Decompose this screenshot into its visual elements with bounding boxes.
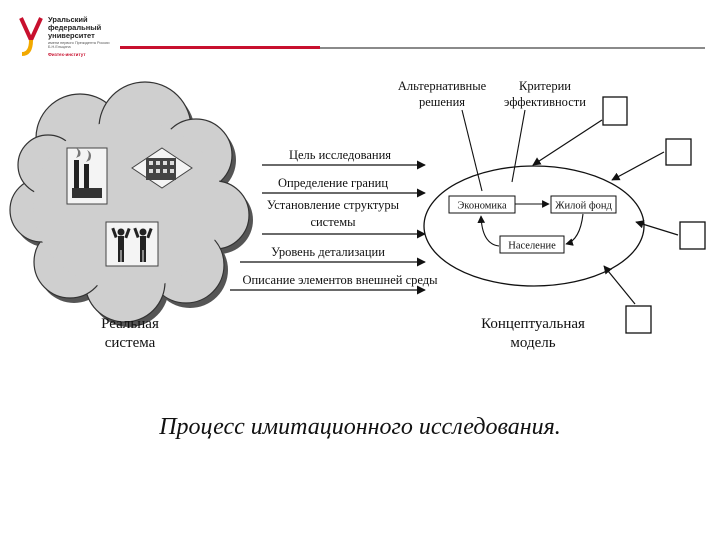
university-logo: Уральский федеральный университет имени … bbox=[18, 14, 128, 64]
external-arrows bbox=[532, 119, 679, 305]
real-system-label-line-1: Реальная bbox=[101, 316, 159, 332]
criteria-label-line-2: эффективности bbox=[504, 95, 586, 109]
external-box-1 bbox=[602, 96, 628, 126]
logo-title-line-3: университет bbox=[48, 31, 95, 40]
arrow-group bbox=[230, 160, 426, 295]
node-housing: Жилой фонд bbox=[555, 201, 612, 212]
external-elements bbox=[602, 96, 706, 334]
real-system-label-line-2: система bbox=[105, 335, 156, 351]
header-rule bbox=[120, 47, 705, 49]
building-icon bbox=[131, 147, 193, 189]
logo-institute: Физтех-институт bbox=[48, 52, 86, 57]
external-box-3 bbox=[679, 221, 706, 250]
alternatives-label-line-1: Альтернативные bbox=[398, 79, 487, 93]
node-housing-box bbox=[550, 195, 617, 214]
slide-caption: Процесс имитационного исследования. bbox=[159, 414, 561, 440]
external-box-4 bbox=[625, 305, 652, 334]
header: Уральский федеральный университет имени … bbox=[0, 0, 720, 75]
factory-icon bbox=[66, 147, 108, 205]
alternatives-label-line-2: решения bbox=[419, 95, 465, 109]
top-label-pointers bbox=[461, 109, 526, 192]
node-population: Население bbox=[508, 241, 556, 252]
logo-title-line-2: федеральный bbox=[48, 23, 102, 32]
node-population-box bbox=[499, 235, 565, 254]
arrow-label-detail: Уровень детализации bbox=[271, 245, 385, 259]
people-icon bbox=[105, 221, 159, 267]
conceptual-model-ellipse bbox=[423, 165, 645, 287]
logo-title: Уральский федеральный университет bbox=[48, 16, 101, 40]
arrow-label-bounds: Определение границ bbox=[278, 176, 388, 190]
conceptual-model-label-line-2: модель bbox=[510, 335, 555, 351]
logo-subtitle: имени первого Президента России Б.Н.Ельц… bbox=[48, 41, 110, 50]
arrow-label-structure-2: системы bbox=[310, 215, 356, 229]
arrow-label-structure: Установление структуры bbox=[267, 198, 400, 212]
criteria-label-line-1: Критерии bbox=[519, 79, 571, 93]
logo-mark-icon bbox=[19, 17, 43, 56]
real-system-cloud bbox=[9, 81, 253, 327]
model-node-arrows bbox=[477, 200, 584, 247]
node-economy: Экономика bbox=[457, 201, 507, 212]
header-rule-accent bbox=[120, 46, 320, 49]
logo-title-line-1: Уральский bbox=[48, 15, 88, 24]
arrow-label-environment: Описание элементов внешней среды bbox=[242, 273, 438, 287]
arrow-label-goal: Цель исследования bbox=[289, 148, 391, 162]
external-box-2 bbox=[665, 138, 692, 166]
conceptual-model-label-line-1: Концептуальная bbox=[481, 316, 585, 332]
